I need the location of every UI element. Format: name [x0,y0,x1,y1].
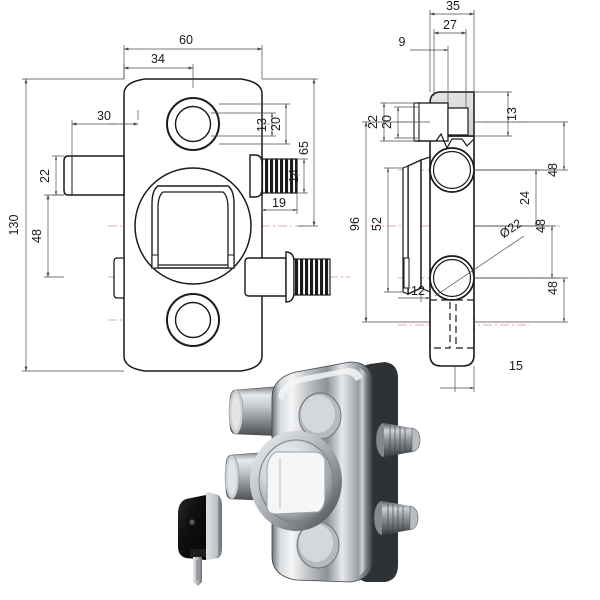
dim-label-9: 9 [399,35,406,49]
front-lower-hole-inner [174,301,212,339]
key-body [178,495,206,560]
upper-pin [228,385,286,437]
lock-body-bevel [358,366,372,578]
dim-label-130: 130 [7,215,21,236]
side-break-line [414,132,475,150]
dim-label-48-mid: 48 [534,219,548,233]
dim-label-15: 15 [509,359,523,373]
dim-label-34: 34 [151,52,165,66]
dim-label-24: 24 [518,191,532,205]
front-view-dimension-lines [22,45,318,372]
front-upper-bolt [249,154,298,198]
dim-label-diameter-22: Ø22 [497,216,524,241]
dim-label-14: 14 [287,169,301,183]
dim-label-12: 12 [411,284,425,298]
side-hidden-lines [429,299,475,349]
lower-bolt [373,500,419,536]
dim-label-35: 35 [446,0,460,13]
dim-label-48-upper: 48 [546,163,560,177]
side-lower-hole-inner [432,258,472,298]
side-view-dimension-lines [362,10,568,392]
dim-label-19: 19 [272,196,286,210]
front-view: 60 34 30 130 48 22 65 20 13 14 19 [7,33,350,372]
key-button [189,519,195,525]
front-view-dimension-labels: 60 34 30 130 48 22 65 20 13 14 19 [7,33,311,243]
dim-label-20: 20 [269,117,283,131]
side-left-profile [407,158,422,296]
side-view: 35 27 9 12 15 13 22 20 96 52 48 48 48 24… [348,0,568,392]
dim-label-20-side: 20 [380,115,394,129]
key [178,492,222,586]
dim-label-60: 60 [179,33,193,47]
side-view-dimension-labels: 35 27 9 12 15 13 22 20 96 52 48 48 48 24… [348,0,560,373]
dim-label-48: 48 [30,229,44,243]
keyway [266,451,326,515]
dim-label-22: 22 [38,169,52,183]
front-left-boss [63,155,125,196]
dim-label-22-side: 22 [366,115,380,129]
dim-label-13-side: 13 [505,107,519,121]
dim-label-65: 65 [297,141,311,155]
dim-label-52: 52 [370,217,384,231]
side-upper-hole-inner [432,150,472,190]
side-step [447,107,469,136]
dim-label-30: 30 [97,109,111,123]
upper-bolt [375,422,421,458]
dim-label-13: 13 [255,118,269,132]
front-lower-bolt [244,251,331,303]
dim-label-96: 96 [348,217,362,231]
side-plate-outline [429,135,475,367]
product-photo [178,361,421,586]
front-upper-hole-inner [174,105,212,143]
front-left-tab [113,257,125,299]
dim-label-27: 27 [443,18,457,32]
dim-label-48-lower: 48 [546,281,560,295]
front-keyway-face [157,191,229,266]
